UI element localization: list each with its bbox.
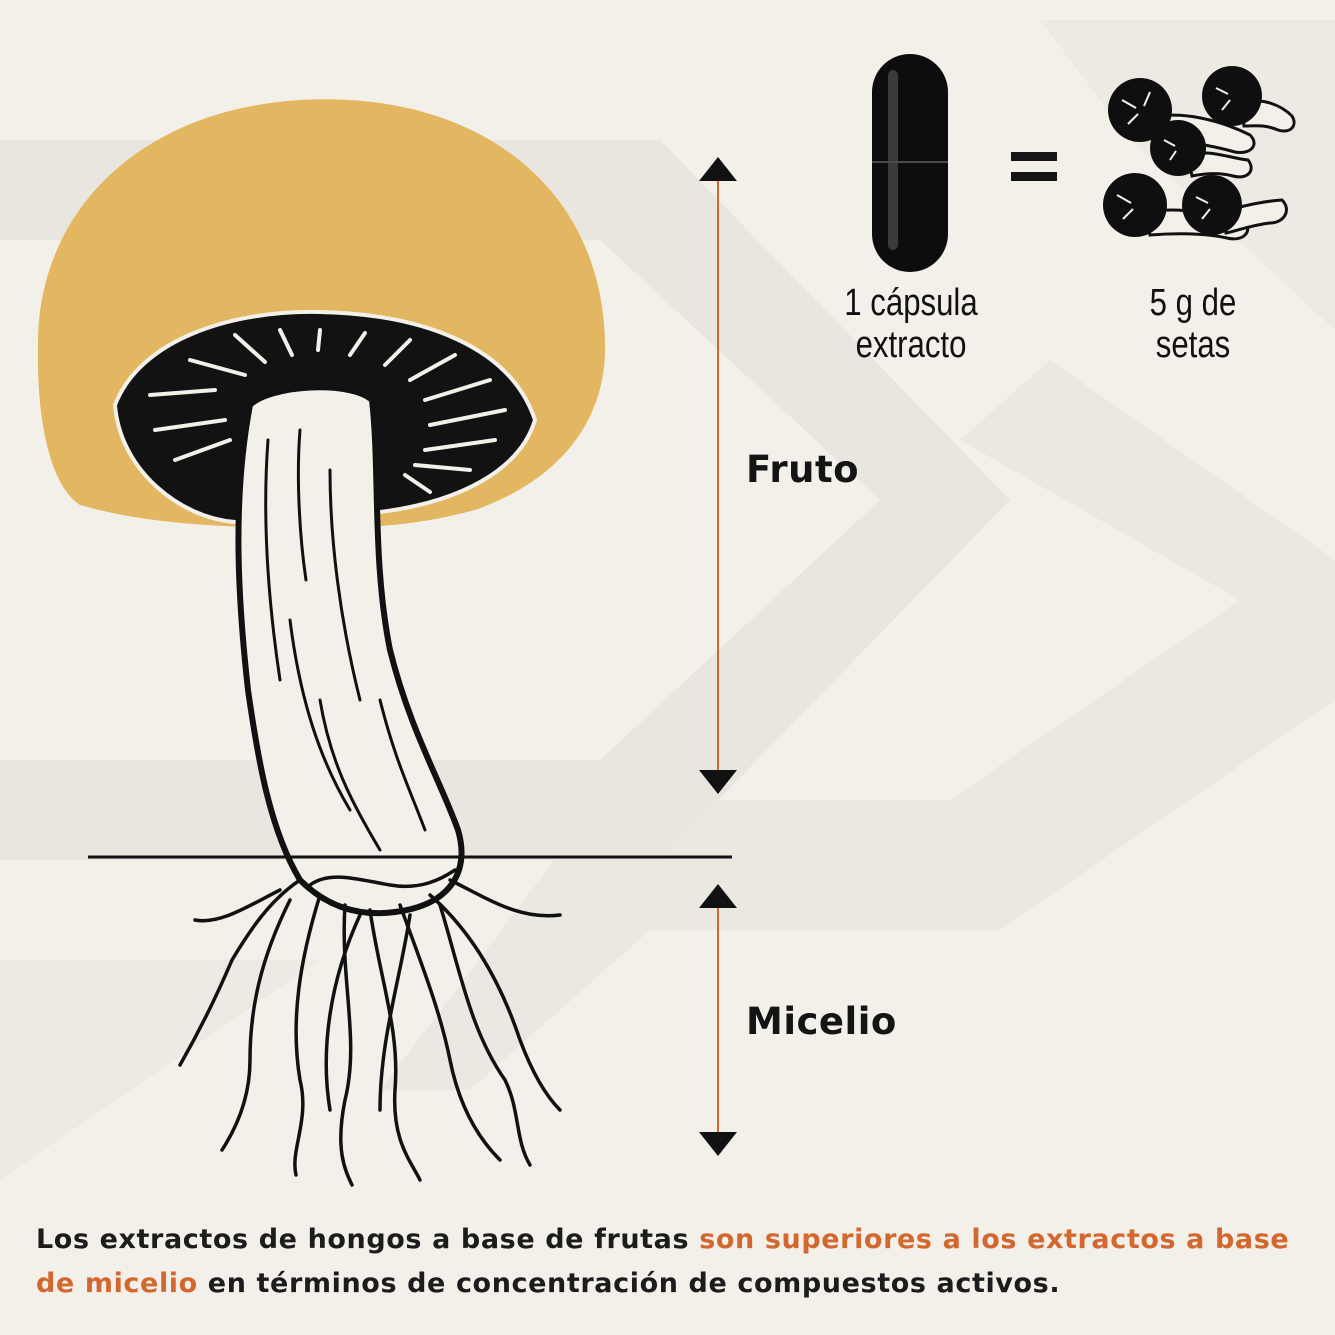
micelio-label: Micelio	[746, 1000, 897, 1043]
capsule-caption-line2: extracto	[855, 324, 967, 366]
caption-highlight: son superiores a los extractos a base de…	[36, 1224, 1290, 1299]
capsule-caption: 1 cápsula extracto	[829, 282, 993, 366]
capsule-icon	[872, 54, 948, 272]
arrow-up-icon	[699, 884, 737, 908]
mushrooms-caption-line2: setas	[1155, 324, 1231, 366]
arrow-down-icon	[699, 1132, 737, 1156]
micelio-arrow	[699, 884, 737, 1156]
mycelium-roots	[178, 868, 562, 1187]
mushroom-group-icon	[1103, 66, 1296, 241]
mushrooms-caption-line1: 5 g de	[1149, 282, 1237, 324]
mushrooms-caption: 5 g de setas	[1111, 282, 1275, 366]
capsule-caption-line1: 1 cápsula	[844, 282, 978, 324]
mushroom-illustration	[37, 99, 732, 1187]
bottom-caption: Los extractos de hongos a base de frutas…	[36, 1218, 1306, 1306]
equals-sign	[1011, 152, 1057, 181]
fruto-label: Fruto	[746, 448, 860, 491]
fruto-arrow	[699, 157, 737, 794]
caption-part2: en términos de concentración de compuest…	[197, 1268, 1061, 1299]
arrow-down-icon	[699, 770, 737, 794]
caption-part1: Los extractos de hongos a base de frutas	[36, 1224, 700, 1255]
arrow-up-icon	[699, 157, 737, 181]
